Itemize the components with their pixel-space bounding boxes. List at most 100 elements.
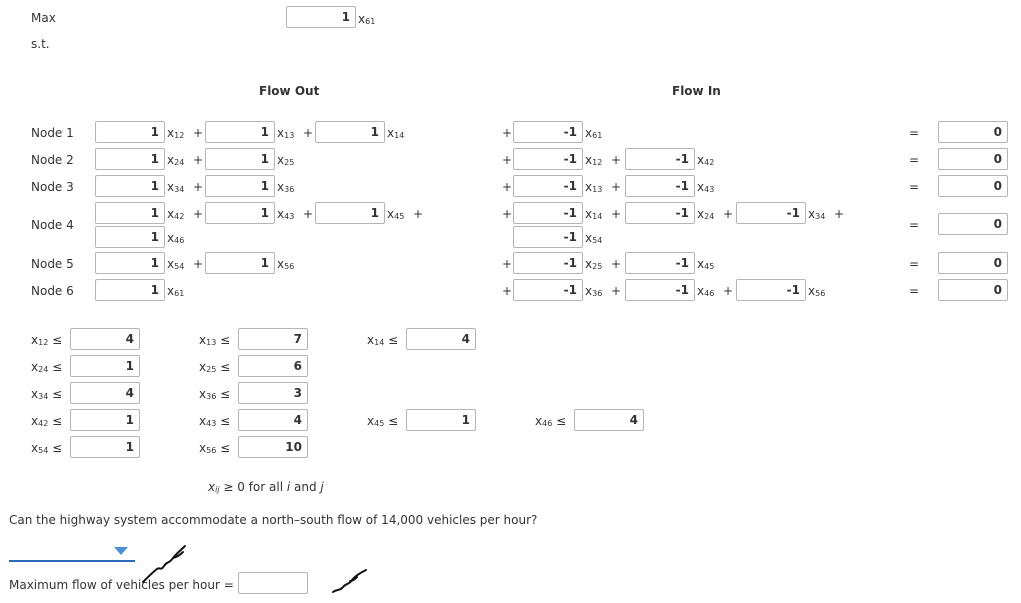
rhs-node-3[interactable]: 0 [938,175,1008,197]
bound-label-x13: x13 ≤ [199,333,231,347]
out-coef-x36[interactable]: 1 [205,175,275,197]
in-coef-x61[interactable]: -1 [513,121,583,143]
rhs-node-4[interactable]: 0 [938,213,1008,235]
bound-label-x42: x42 ≤ [31,414,63,428]
flow-in-header: Flow In [672,84,721,98]
bound-x12-input[interactable]: 4 [70,328,140,350]
bound-label-x46: x46 ≤ [535,414,567,428]
out-coef-x25[interactable]: 1 [205,148,275,170]
in-coef-x54[interactable]: -1 [513,226,583,248]
equals-sign: = [909,153,920,167]
in-coef-x56[interactable]: -1 [736,279,806,301]
equals-sign: = [909,218,920,232]
rhs-node-5[interactable]: 0 [938,252,1008,274]
rhs-node-6[interactable]: 0 [938,279,1008,301]
in-coef-x46[interactable]: -1 [625,279,695,301]
bound-label-x43: x43 ≤ [199,414,231,428]
out-coef-x61[interactable]: 1 [95,279,165,301]
plus-sign: + [193,257,204,271]
out-var-x14: x14 [387,126,405,140]
bound-label-x25: x25 ≤ [199,360,231,374]
in-var-x24: x24 [697,207,715,221]
plus-sign: + [502,180,513,194]
node-3-label: Node 3 [31,180,74,194]
plus-sign: + [611,153,622,167]
bound-x36-input[interactable]: 3 [238,382,308,404]
in-coef-x25[interactable]: -1 [513,252,583,274]
max-flow-input[interactable] [238,572,308,594]
plus-sign: + [834,207,845,221]
rhs-node-1[interactable]: 0 [938,121,1008,143]
equals-sign: = [909,284,920,298]
out-var-x34: x34 [167,180,185,194]
bound-x42-input[interactable]: 1 [70,409,140,431]
out-coef-x12[interactable]: 1 [95,121,165,143]
bound-label-x14: x14 ≤ [367,333,399,347]
in-var-x13: x13 [585,180,603,194]
in-coef-x42[interactable]: -1 [625,148,695,170]
node-6-label: Node 6 [31,284,74,298]
out-coef-x34[interactable]: 1 [95,175,165,197]
in-coef-x24[interactable]: -1 [625,202,695,224]
plus-sign: + [193,126,204,140]
plus-sign: + [303,126,314,140]
out-var-x54: x54 [167,257,185,271]
in-var-x25: x25 [585,257,603,271]
node-5-label: Node 5 [31,257,74,271]
out-coef-x43[interactable]: 1 [205,202,275,224]
bound-x43-input[interactable]: 4 [238,409,308,431]
bound-label-x56: x56 ≤ [199,441,231,455]
in-var-x56: x56 [808,284,826,298]
node-4-label: Node 4 [31,218,74,232]
in-coef-x36[interactable]: -1 [513,279,583,301]
equals-sign: = [909,126,920,140]
answer-dropdown[interactable] [9,540,135,564]
plus-sign: + [611,257,622,271]
bound-x56-input[interactable]: 10 [238,436,308,458]
equals-sign: = [909,257,920,271]
in-var-x43: x43 [697,180,715,194]
in-var-x45: x45 [697,257,715,271]
flow-out-header: Flow Out [259,84,320,98]
in-coef-x34[interactable]: -1 [736,202,806,224]
in-coef-x13[interactable]: -1 [513,175,583,197]
in-var-x36: x36 [585,284,603,298]
bound-label-x34: x34 ≤ [31,387,63,401]
bound-x24-input[interactable]: 1 [70,355,140,377]
in-var-x12: x12 [585,153,603,167]
bound-x13-input[interactable]: 7 [238,328,308,350]
out-coef-x45[interactable]: 1 [315,202,385,224]
in-coef-x45[interactable]: -1 [625,252,695,274]
out-var-x43: x43 [277,207,295,221]
out-coef-x13[interactable]: 1 [205,121,275,143]
bound-x45-input[interactable]: 1 [406,409,476,431]
bound-x14-input[interactable]: 4 [406,328,476,350]
out-coef-x56[interactable]: 1 [205,252,275,274]
plus-sign: + [611,180,622,194]
bound-x46-input[interactable]: 4 [574,409,644,431]
out-coef-x54[interactable]: 1 [95,252,165,274]
plus-sign: + [502,284,513,298]
st-label: s.t. [31,37,50,51]
out-coef-x46[interactable]: 1 [95,226,165,248]
objective-coef-input[interactable]: 1 [286,6,356,28]
out-var-x46: x46 [167,231,185,245]
plus-sign: + [723,284,734,298]
plus-sign: + [611,284,622,298]
in-coef-x43[interactable]: -1 [625,175,695,197]
bound-x54-input[interactable]: 1 [70,436,140,458]
in-var-x14: x14 [585,207,603,221]
bound-x34-input[interactable]: 4 [70,382,140,404]
rhs-node-2[interactable]: 0 [938,148,1008,170]
bound-label-x24: x24 ≤ [31,360,63,374]
chevron-down-icon [114,547,128,555]
out-coef-x14[interactable]: 1 [315,121,385,143]
bound-x25-input[interactable]: 6 [238,355,308,377]
in-coef-x14[interactable]: -1 [513,202,583,224]
dropdown-underline [9,560,135,562]
out-var-x13: x13 [277,126,295,140]
bound-label-x36: x36 ≤ [199,387,231,401]
out-coef-x24[interactable]: 1 [95,148,165,170]
in-coef-x12[interactable]: -1 [513,148,583,170]
out-coef-x42[interactable]: 1 [95,202,165,224]
